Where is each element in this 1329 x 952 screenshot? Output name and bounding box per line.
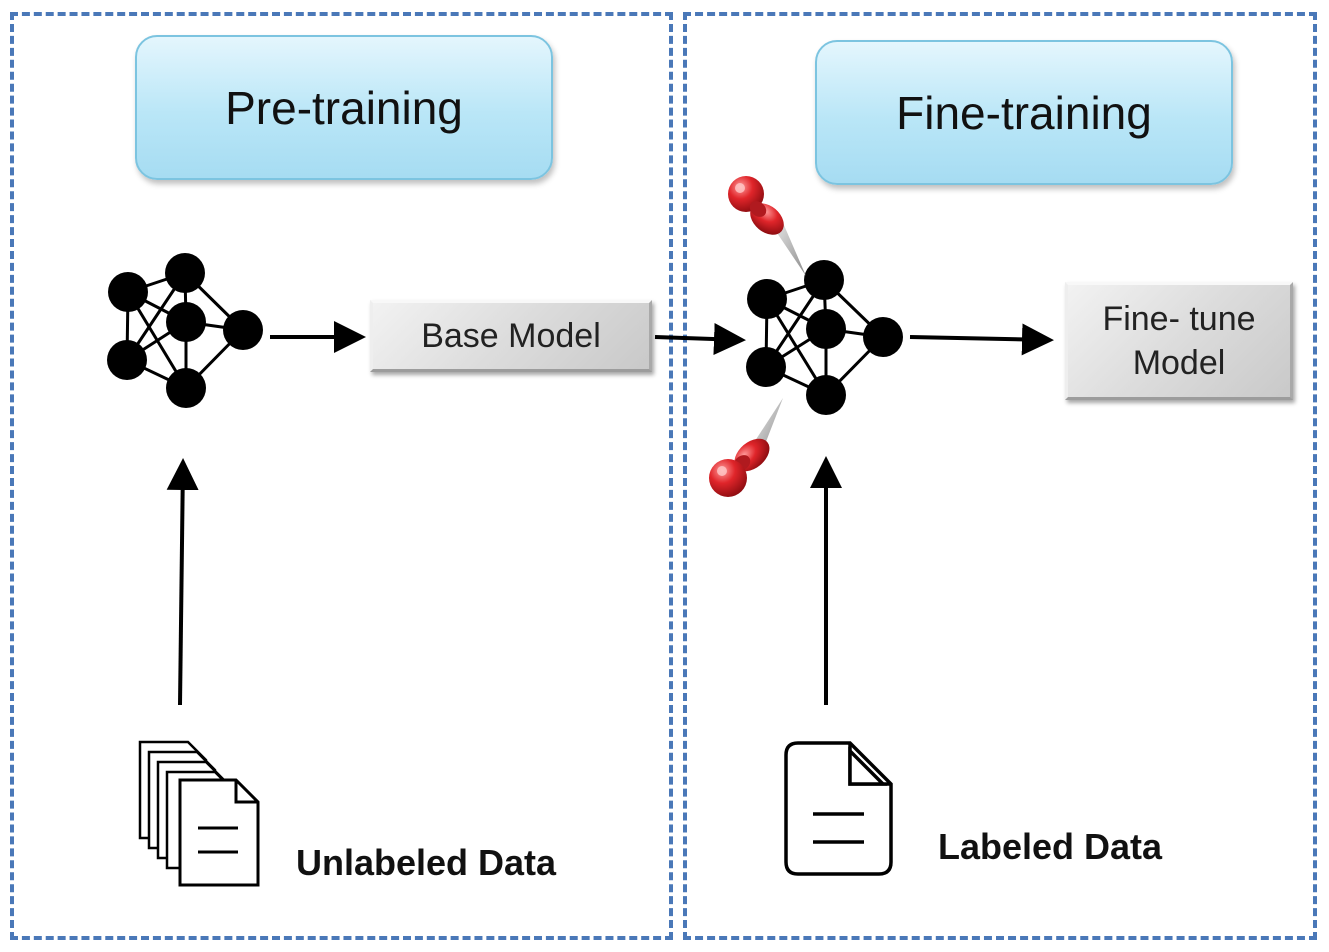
document-stack-icon [138, 740, 260, 887]
finetune-model-label-line1: Fine- tune [1102, 299, 1256, 338]
arrow-base-model-to-network [654, 323, 746, 356]
document-icon [784, 741, 893, 876]
finetune-model-box: Fine- tune Model [1065, 282, 1293, 400]
base-model-label: Base Model [421, 316, 601, 355]
pretraining-title: Pre-training [135, 35, 553, 180]
neural-network-icon [107, 253, 263, 408]
labeled-data-label: Labeled Data [938, 826, 1163, 867]
unlabeled-data-label: Unlabeled Data [296, 842, 557, 883]
base-model-box: Base Model [370, 300, 652, 372]
finetune-model-label-line2: Model [1132, 344, 1226, 382]
pushpin-icon [728, 176, 806, 276]
finetraining-panel [683, 12, 1317, 940]
neural-network-icon [746, 260, 903, 415]
pushpin-icon [709, 398, 783, 497]
arrow-unlabeled-data-to-network [166, 458, 199, 706]
arrow-network-to-finetune-model [909, 323, 1054, 356]
finetraining-title: Fine-training [815, 40, 1233, 185]
pretraining-panel [10, 12, 673, 940]
